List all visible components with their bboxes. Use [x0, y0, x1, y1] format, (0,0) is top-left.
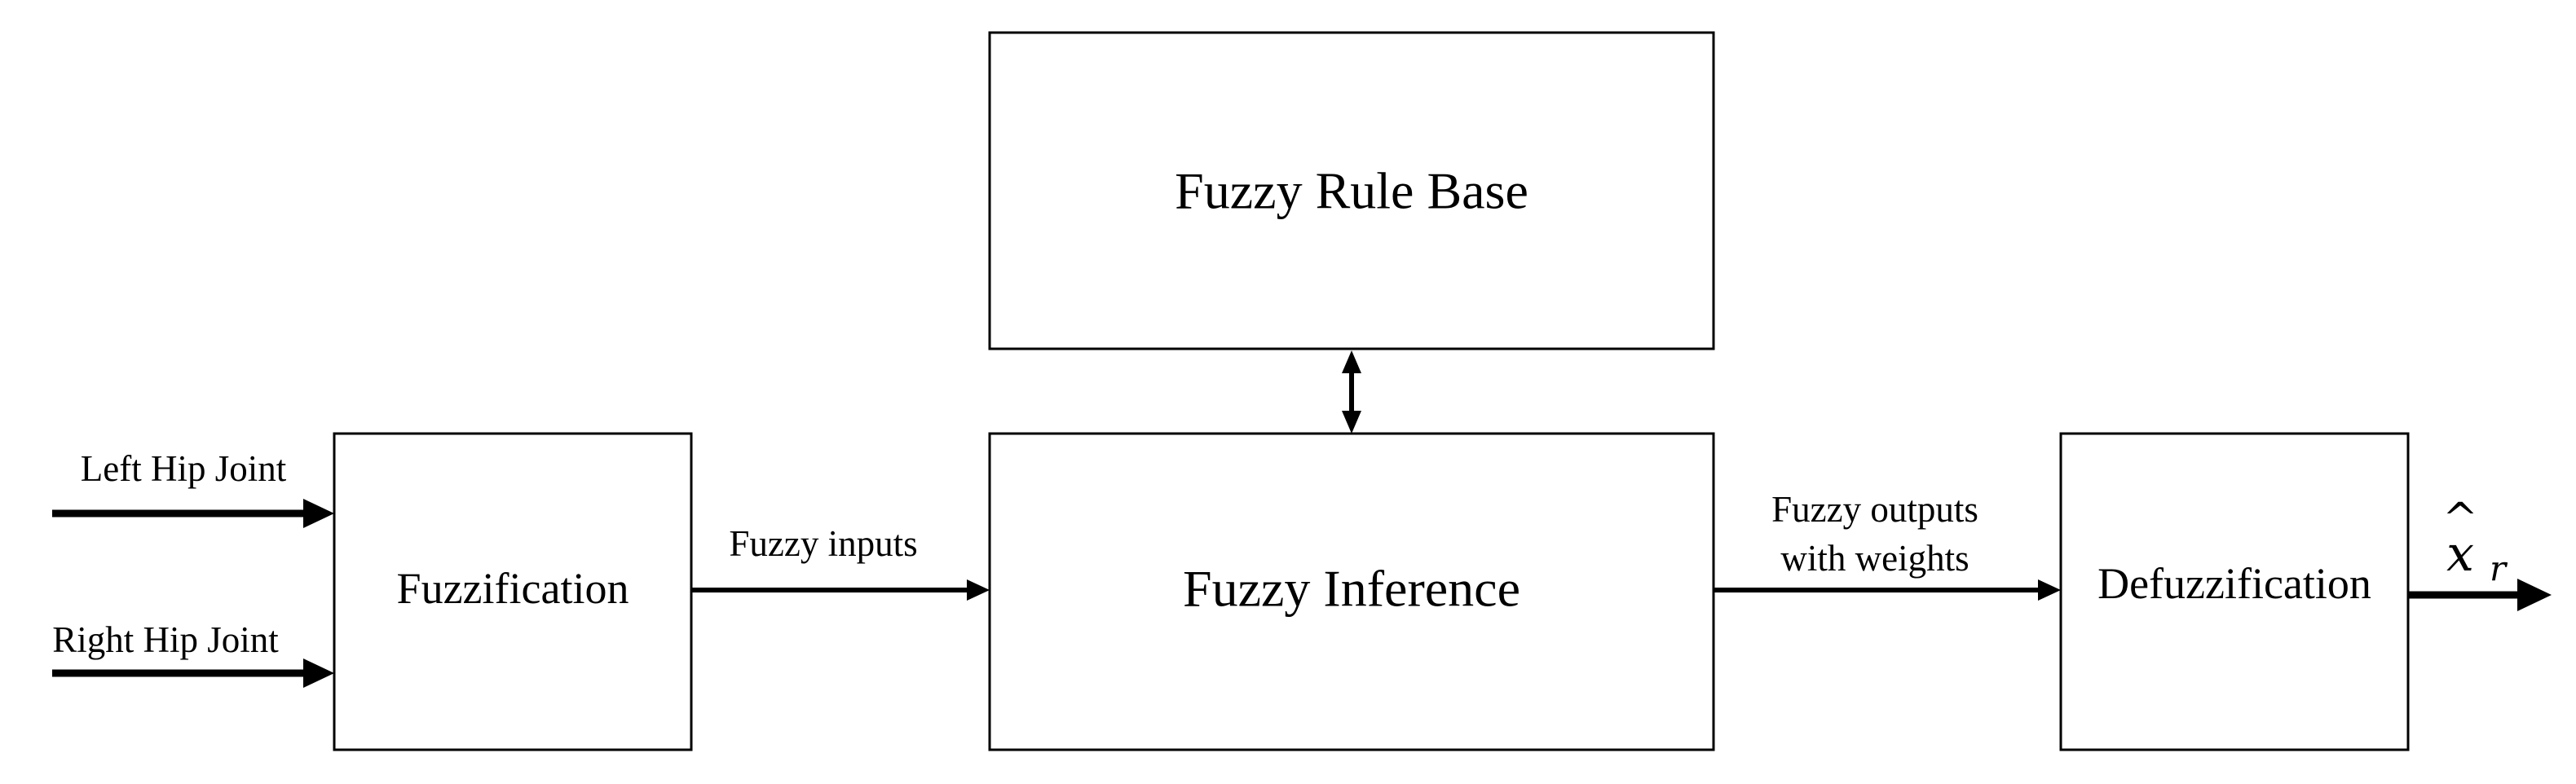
inference-label: Fuzzy Inference [1183, 560, 1520, 618]
fuzzy-inputs-label: Fuzzy inputs [729, 523, 917, 564]
x-hat-accent: ^ [2442, 495, 2478, 544]
fuzzy-outputs-arrow [1714, 579, 2061, 601]
output-arrow [2408, 579, 2552, 611]
rule-base-inference-double-arrow [1342, 350, 1361, 434]
defuzzification-block: Defuzzification [2059, 432, 2410, 751]
left-hip-joint-label: Left Hip Joint [81, 448, 287, 489]
fuzzy-inputs-arrow [691, 579, 990, 601]
right-hip-joint-label: Right Hip Joint [52, 619, 279, 660]
x-symbol: x [2446, 526, 2474, 583]
fuzzification-block: Fuzzification [333, 432, 693, 751]
x-hat-r-output-label: ^ x r [2442, 495, 2508, 588]
fuzzy-outputs-label-line2: with weights [1780, 538, 1969, 579]
inference-block: Fuzzy Inference [988, 432, 1715, 751]
fuzzy-outputs-label-line1: Fuzzy outputs [1771, 489, 1978, 530]
right-hip-input-arrow [52, 658, 334, 688]
r-subscript: r [2490, 548, 2508, 588]
rule-base-label: Fuzzy Rule Base [1175, 162, 1528, 220]
defuzzification-label: Defuzzification [2097, 559, 2371, 608]
fuzzification-label: Fuzzification [397, 564, 629, 613]
left-hip-input-arrow [52, 499, 334, 528]
rule-base-block: Fuzzy Rule Base [988, 31, 1715, 350]
